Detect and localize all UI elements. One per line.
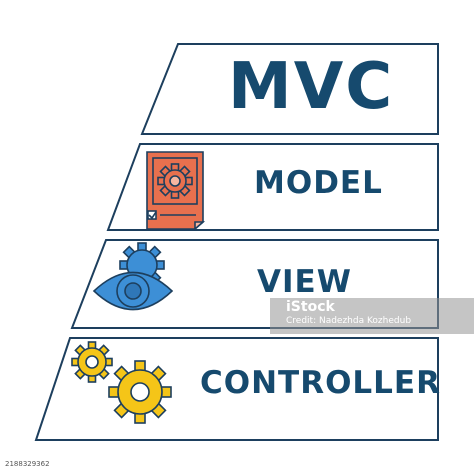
banner-title xyxy=(140,43,439,135)
model-label: MODEL xyxy=(254,165,383,201)
title-label: MVC xyxy=(228,50,395,124)
image-id-label: 2188329362 xyxy=(5,460,50,468)
watermark-brand: iStock xyxy=(286,299,335,315)
watermark-overlay: iStock Credit: Nadezhda Kozhedub xyxy=(270,298,474,334)
view-label: VIEW xyxy=(257,264,352,300)
double-gear-icon xyxy=(71,341,172,424)
watermark-credit: Credit: Nadezhda Kozhedub xyxy=(286,316,412,326)
eye-gear-icon xyxy=(92,242,174,311)
controller-label: CONTROLLER xyxy=(200,365,441,401)
document-gear-icon xyxy=(146,151,206,231)
